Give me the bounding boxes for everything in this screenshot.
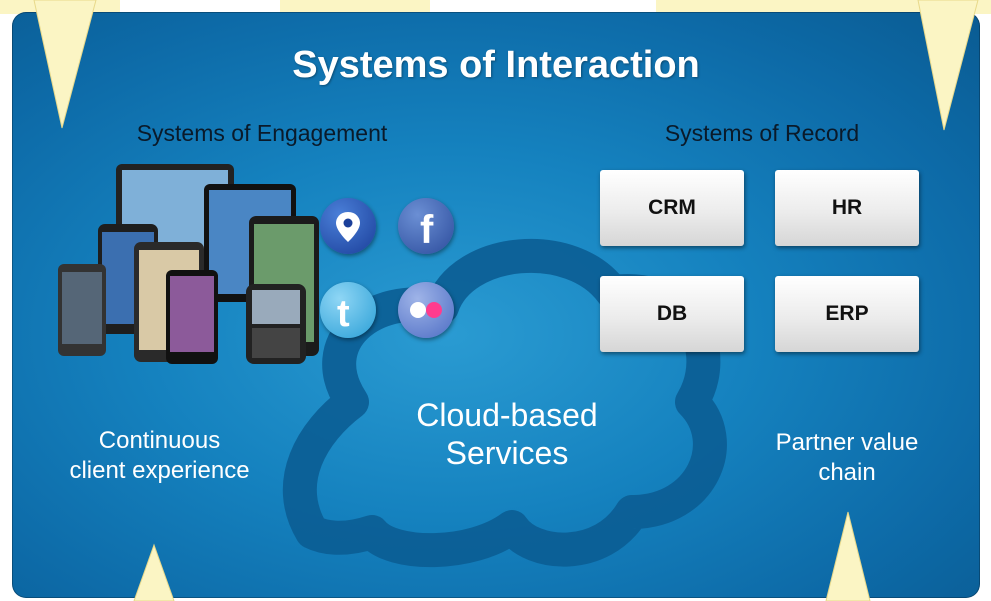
partner-caption-line2: chain	[818, 459, 876, 486]
callout-pointer-bottom-left	[133, 543, 175, 601]
svg-text:f: f	[420, 208, 434, 252]
mobile-devices-image	[58, 164, 319, 364]
cloud-label-line2: Services	[445, 435, 569, 472]
callout-pointer-bottom-right	[825, 511, 871, 601]
engagement-caption: Continuous client experience	[32, 426, 287, 486]
svg-text:t: t	[337, 293, 350, 335]
record-heading: Systems of Record	[664, 120, 860, 146]
top-strip-right	[656, 0, 991, 14]
facebook-icon: f	[398, 198, 454, 254]
cloud-outline	[282, 238, 727, 568]
twitter-icon: t	[320, 282, 376, 338]
cloud-label: Cloud-based Services	[392, 396, 622, 473]
erp-box: ERP	[775, 276, 919, 352]
engagement-caption-line2: client experience	[69, 457, 250, 484]
engagement-caption-line1: Continuous	[98, 427, 221, 454]
crm-box: CRM	[600, 170, 744, 246]
db-box: DB	[600, 276, 744, 352]
partner-caption-line1: Partner value	[775, 429, 919, 456]
hr-box: HR	[775, 170, 919, 246]
engagement-heading: Systems of Engagement	[136, 120, 388, 146]
callout-pointer-top-right	[917, 0, 979, 131]
top-strip-mid-left	[280, 0, 430, 14]
diagram-title: Systems of Interaction	[292, 44, 700, 86]
diagram-panel: Systems of Interaction Systems of Engage…	[12, 12, 980, 598]
flickr-icon	[398, 282, 454, 338]
map-pin-icon	[320, 198, 376, 254]
partner-caption: Partner value chain	[737, 428, 957, 488]
cloud-label-line1: Cloud-based	[416, 397, 598, 433]
callout-pointer-top-left	[33, 0, 97, 129]
